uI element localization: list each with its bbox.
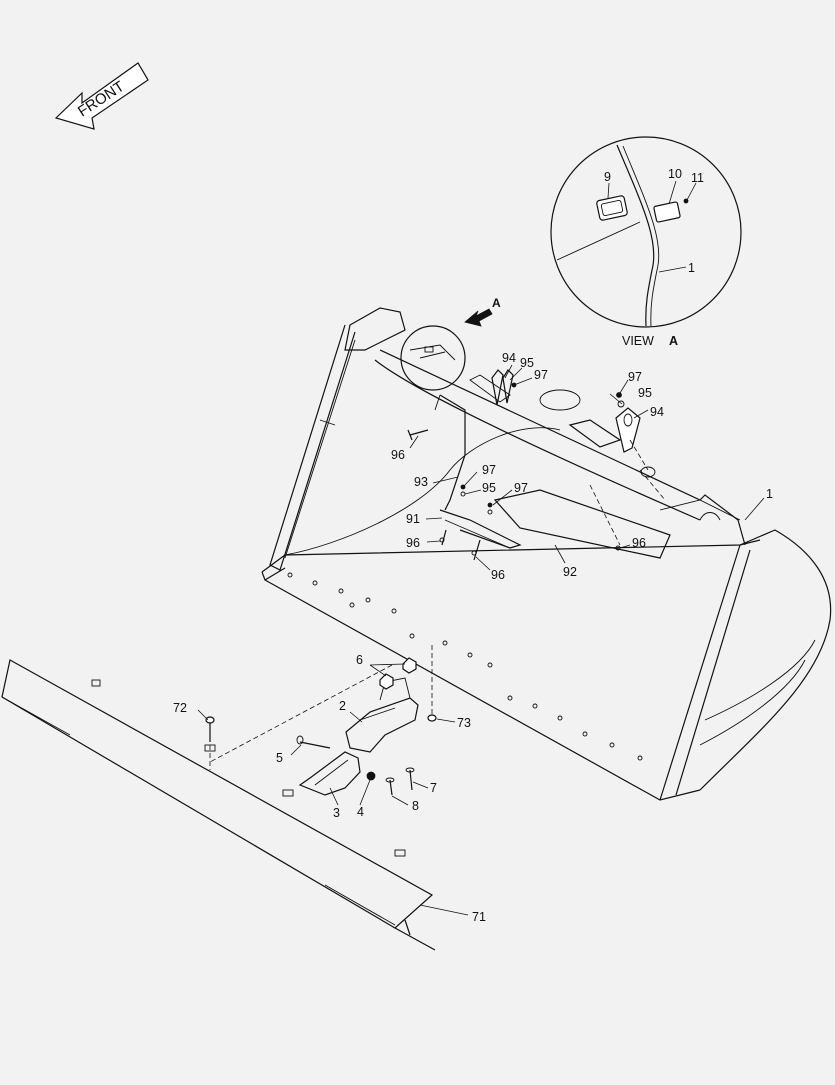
view-a-source-circle [400, 325, 466, 391]
callout-92: 92 [563, 565, 577, 579]
decal-plate-icon [596, 195, 628, 221]
callout-2: 2 [339, 699, 346, 713]
leader-lines [197, 364, 765, 916]
handle-bracket-right [615, 392, 649, 471]
view-arrow-label: A [492, 296, 501, 310]
callout-9: 9 [604, 170, 611, 184]
bolt-96-top [407, 429, 429, 441]
callout-3: 3 [333, 806, 340, 820]
bolt-96-lower-mid [471, 539, 481, 561]
callout-5: 5 [276, 751, 283, 765]
callout-4: 4 [357, 805, 364, 819]
callout-1: 1 [766, 487, 773, 501]
callout-96-mid: 96 [491, 568, 505, 582]
callout-6: 6 [356, 653, 363, 667]
callout-95-left: 95 [520, 356, 534, 370]
callout-97-right: 97 [628, 370, 642, 384]
wear-plate-left [434, 394, 522, 549]
callout-94-left: 94 [502, 351, 516, 365]
callout-95-mid: 95 [482, 481, 496, 495]
callout-94-right: 94 [650, 405, 664, 419]
callout-97-mid: 97 [482, 463, 496, 477]
bolt-72 [205, 716, 215, 742]
cutting-edge-bolt-holes [287, 572, 643, 761]
callout-7: 7 [430, 781, 437, 795]
top-bar [469, 374, 741, 521]
wear-strip-center [493, 469, 671, 559]
nuts-97-washers-95 [460, 484, 493, 515]
callout-96-top: 96 [391, 448, 405, 462]
tooth-nuts [379, 657, 417, 690]
callouts: 1 94 95 97 97 95 94 96 93 97 95 97 91 96… [173, 351, 773, 924]
callout-95-right: 95 [638, 386, 652, 400]
bucket-body [261, 307, 832, 801]
callout-10: 10 [668, 167, 682, 181]
callout-97-lower: 97 [514, 481, 528, 495]
callout-97-left: 97 [534, 368, 548, 382]
view-title-letter: A [669, 334, 678, 348]
callout-96-right: 96 [632, 536, 646, 550]
tooth-pin [296, 735, 331, 749]
view-a-detail: 9 10 11 1 VIEW A [550, 136, 742, 348]
callout-11: 11 [691, 171, 704, 185]
label-plate-icon [653, 201, 681, 223]
tooth-point [298, 751, 361, 796]
tooth-lock [366, 771, 376, 781]
handle-bracket-left [491, 369, 517, 406]
view-title-text: VIEW [622, 334, 654, 348]
callout-71: 71 [472, 910, 486, 924]
callout-1-view: 1 [688, 261, 695, 275]
callout-8: 8 [412, 799, 419, 813]
callout-93: 93 [414, 475, 428, 489]
bolt-96-lower-left [439, 529, 447, 546]
tooth-adapter [345, 677, 419, 753]
tooth-bolts [385, 767, 415, 796]
callout-96-left: 96 [406, 536, 420, 550]
callout-73: 73 [457, 716, 471, 730]
cutting-edge-71 [1, 659, 436, 951]
view-direction-arrow-icon: A [464, 296, 501, 327]
callout-91: 91 [406, 512, 420, 526]
callout-72: 72 [173, 701, 187, 715]
nut-73 [427, 714, 437, 722]
front-arrow-icon: FRONT [54, 62, 149, 130]
